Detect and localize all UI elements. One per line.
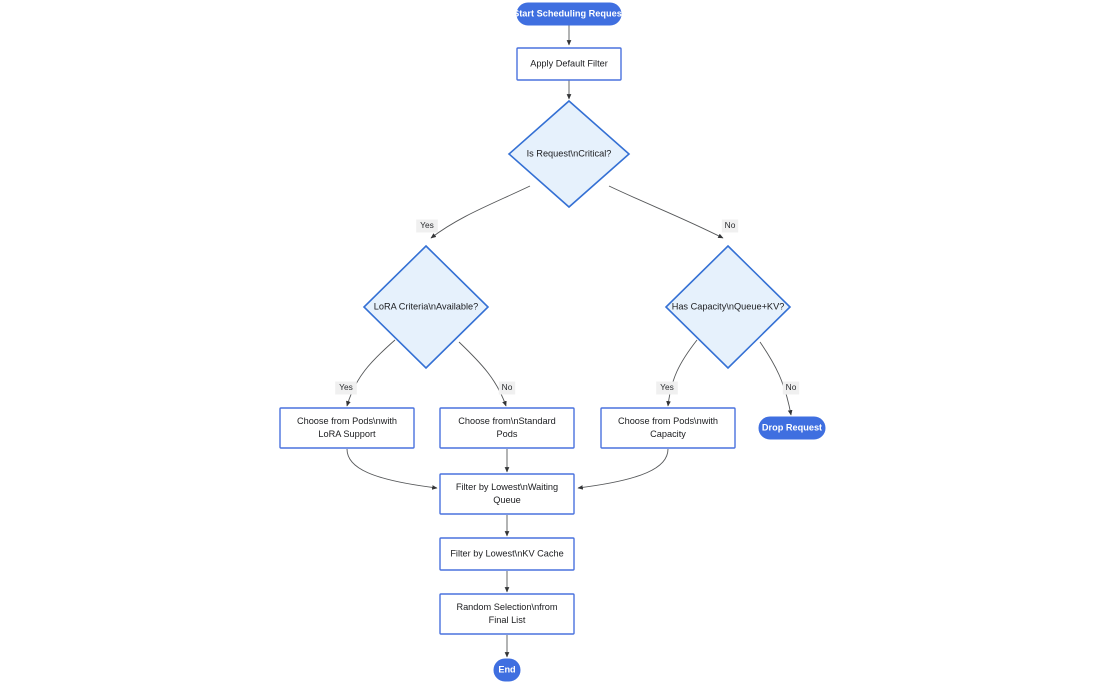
edge-label-text: No bbox=[725, 220, 736, 230]
node-shape-rect bbox=[439, 537, 575, 571]
edge-label-background bbox=[498, 381, 516, 395]
edge-label-text: Yes bbox=[660, 382, 674, 392]
edge-label-has_capacity-no: No bbox=[782, 381, 800, 395]
edge-label-background bbox=[416, 219, 438, 233]
flow-node-filter_kv_cache[interactable]: Filter by Lowest\nKV Cache bbox=[439, 537, 575, 571]
node-shape-pill bbox=[516, 2, 622, 26]
node-label-apply_filter: Apply Default Filter bbox=[530, 58, 608, 68]
flow-edge-lora_criteria-to-choose_standard_pods bbox=[458, 341, 507, 407]
edge-label-text: No bbox=[502, 382, 513, 392]
edge-label-background bbox=[656, 381, 678, 395]
edge-label-is_critical-yes: Yes bbox=[416, 219, 438, 233]
edge-label-lora_criteria-no: No bbox=[498, 381, 516, 395]
flow-edge-choose_capacity_pods-to-filter_waiting_queue bbox=[577, 448, 669, 490]
node-label-filter_waiting_queue: Queue bbox=[493, 495, 521, 505]
edge-label-text: Yes bbox=[420, 220, 434, 230]
node-label-lora_criteria: LoRA Criteria\nAvailable? bbox=[374, 301, 479, 311]
node-shape-rect bbox=[439, 593, 575, 635]
node-label-drop_request: Drop Request bbox=[762, 422, 822, 432]
node-shape-diamond bbox=[507, 99, 631, 209]
flow-node-end[interactable]: End bbox=[493, 658, 521, 682]
node-shape-rect bbox=[600, 407, 736, 449]
flow-edge-is_critical-to-has_capacity bbox=[608, 185, 724, 239]
node-shape-pill bbox=[758, 416, 826, 440]
edge-label-text: Yes bbox=[339, 382, 353, 392]
node-label-start: Start Scheduling Request bbox=[513, 8, 625, 18]
node-label-filter_kv_cache: Filter by Lowest\nKV Cache bbox=[450, 548, 563, 558]
node-shape-rect bbox=[516, 47, 622, 81]
node-label-end: End bbox=[498, 664, 515, 674]
flow-edge-choose_lora_pods-to-filter_waiting_queue bbox=[346, 448, 438, 490]
node-label-choose_lora_pods: Choose from Pods\nwith bbox=[297, 416, 397, 426]
flow-edge-lora_criteria-to-choose_lora_pods bbox=[346, 339, 396, 407]
node-label-has_capacity: Has Capacity\nQueue+KV? bbox=[672, 301, 785, 311]
node-label-filter_waiting_queue: Filter by Lowest\nWaiting bbox=[456, 482, 558, 492]
node-label-choose_lora_pods: LoRA Support bbox=[318, 429, 376, 439]
flow-edge-has_capacity-to-choose_capacity_pods bbox=[666, 339, 698, 407]
edge-label-lora_criteria-yes: Yes bbox=[335, 381, 357, 395]
edge-label-background bbox=[335, 381, 357, 395]
node-label-random_selection: Random Selection\nfrom bbox=[456, 602, 557, 612]
node-shape-diamond bbox=[664, 244, 792, 370]
node-label-choose_standard_pods: Pods bbox=[497, 429, 518, 439]
node-shape-rect bbox=[279, 407, 415, 449]
edge-label-is_critical-no: No bbox=[721, 219, 739, 233]
node-shape-pill bbox=[493, 658, 521, 682]
edge-label-has_capacity-yes: Yes bbox=[656, 381, 678, 395]
flow-node-is_critical[interactable]: Is Request\nCritical? bbox=[507, 99, 631, 209]
edge-label-text: No bbox=[786, 382, 797, 392]
edge-label-background bbox=[782, 381, 800, 395]
node-label-choose_capacity_pods: Choose from Pods\nwith bbox=[618, 416, 718, 426]
flow-node-start[interactable]: Start Scheduling Request bbox=[513, 2, 625, 26]
node-label-is_critical: Is Request\nCritical? bbox=[527, 148, 612, 158]
edge-label-background bbox=[721, 219, 739, 233]
flow-edge-has_capacity-to-drop_request bbox=[759, 341, 793, 416]
flow-node-has_capacity[interactable]: Has Capacity\nQueue+KV? bbox=[664, 244, 792, 370]
node-label-choose_standard_pods: Choose from\nStandard bbox=[458, 416, 556, 426]
node-shape-rect bbox=[439, 473, 575, 515]
node-shape-diamond bbox=[362, 244, 490, 370]
edge-layer bbox=[346, 25, 793, 658]
flow-node-lora_criteria[interactable]: LoRA Criteria\nAvailable? bbox=[362, 244, 490, 370]
node-label-random_selection: Final List bbox=[489, 615, 526, 625]
flow-node-drop_request[interactable]: Drop Request bbox=[758, 416, 826, 440]
flow-node-apply_filter[interactable]: Apply Default Filter bbox=[516, 47, 622, 81]
flow-edge-is_critical-to-lora_criteria bbox=[430, 185, 531, 239]
node-label-choose_capacity_pods: Capacity bbox=[650, 429, 686, 439]
node-shape-rect bbox=[439, 407, 575, 449]
